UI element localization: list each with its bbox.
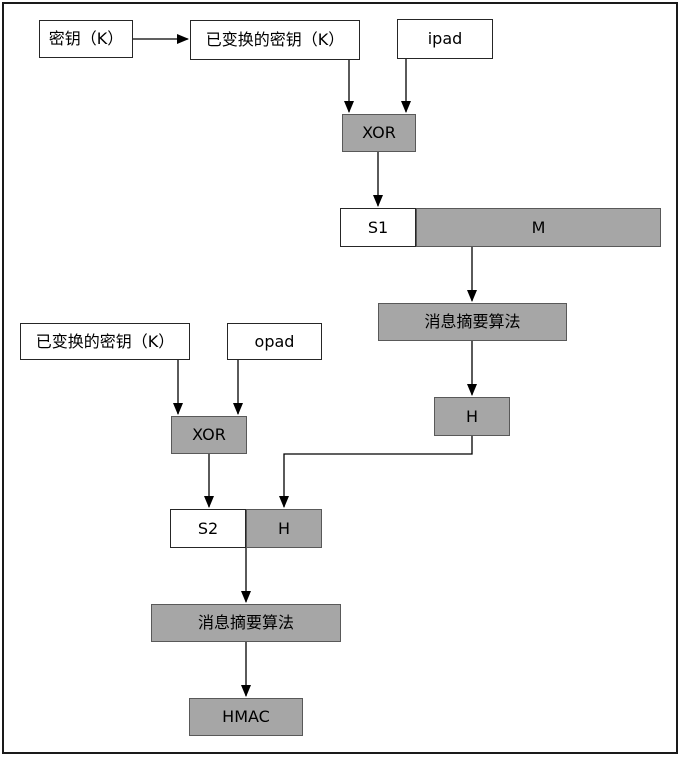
node-digest-algorithm-bottom: 消息摘要算法	[151, 604, 341, 642]
node-transformed-key-top: 已变换的密钥（K）	[190, 20, 360, 60]
node-m: M	[416, 208, 661, 247]
node-xor-bottom: XOR	[171, 416, 247, 454]
node-ipad: ipad	[397, 19, 493, 59]
node-hmac-label: HMAC	[222, 707, 270, 726]
node-digest-algorithm-top: 消息摘要算法	[378, 303, 567, 341]
node-opad: opad	[227, 323, 322, 360]
node-s2: S2	[170, 509, 246, 548]
node-ipad-label: ipad	[427, 29, 463, 48]
node-xor-bottom-label: XOR	[192, 425, 226, 444]
node-xor-top-label: XOR	[362, 123, 396, 142]
node-transformed-key-bottom-label: 已变换的密钥（K）	[35, 331, 175, 351]
node-digest-algorithm-bottom-label: 消息摘要算法	[197, 613, 294, 632]
node-opad-label: opad	[254, 331, 295, 351]
node-h-top-label: H	[465, 406, 479, 426]
node-h-bottom-label: H	[277, 518, 291, 538]
node-s1: S1	[340, 208, 416, 247]
node-key-label: 密钥（K）	[48, 29, 124, 48]
node-transformed-key-top-label: 已变换的密钥（K）	[205, 30, 345, 49]
node-m-label: M	[531, 217, 546, 237]
node-transformed-key-bottom: 已变换的密钥（K）	[20, 323, 190, 360]
node-s1-label: S1	[367, 217, 389, 237]
node-hmac: HMAC	[189, 698, 303, 736]
node-h-bottom: H	[246, 509, 322, 548]
node-xor-top: XOR	[342, 114, 416, 152]
node-h-top: H	[434, 397, 510, 436]
node-key: 密钥（K）	[39, 20, 133, 58]
node-digest-algorithm-top-label: 消息摘要算法	[424, 312, 521, 331]
node-s2-label: S2	[197, 518, 219, 538]
